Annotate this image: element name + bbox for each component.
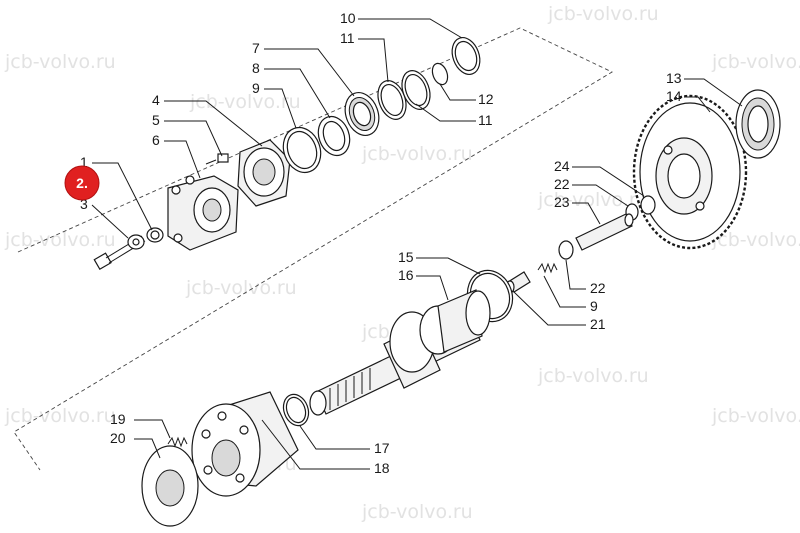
callout-11-upper: 11 bbox=[340, 30, 355, 46]
callout-9-upper: 9 bbox=[252, 80, 260, 96]
callout-15: 15 bbox=[398, 249, 414, 265]
watermark: jcb-volvo.ru bbox=[4, 51, 116, 73]
part-spring-19 bbox=[167, 436, 188, 448]
badge-label[interactable]: 2. bbox=[76, 175, 88, 191]
callout-labels: 1 3 4 5 6 7 8 9 10 11 12 11 13 14 24 22 … bbox=[80, 10, 682, 476]
watermark: jcb-volvo.ru bbox=[189, 91, 301, 113]
part-seal-ring-1-hole bbox=[150, 230, 160, 240]
part-circlip-10-inner bbox=[454, 40, 478, 72]
callout-23: 23 bbox=[554, 194, 570, 210]
part-bearing-7 bbox=[344, 92, 380, 136]
callout-1: 1 bbox=[80, 154, 88, 170]
callout-24: 24 bbox=[554, 158, 570, 174]
callout-14: 14 bbox=[666, 88, 682, 104]
callout-5: 5 bbox=[152, 112, 160, 128]
watermark: jcb-volvo.ru bbox=[537, 189, 649, 211]
part-ring-11a-inner bbox=[380, 83, 404, 117]
callout-9-lower: 9 bbox=[590, 298, 598, 314]
watermark: jcb-volvo.ru bbox=[711, 405, 800, 427]
watermark: jcb-volvo.ru bbox=[4, 405, 116, 427]
watermark: jcb-volvo.ru bbox=[361, 501, 473, 523]
part-washer-hole bbox=[132, 238, 140, 246]
watermark: jcb-volvo.ru bbox=[547, 3, 659, 25]
callout-3: 3 bbox=[80, 196, 88, 212]
callout-8: 8 bbox=[252, 60, 260, 76]
watermark: jcb-volvo.ru bbox=[711, 229, 800, 251]
callout-18: 18 bbox=[374, 460, 390, 476]
part-ring-24 bbox=[640, 195, 656, 215]
callout-12: 12 bbox=[478, 91, 494, 107]
callout-13: 13 bbox=[666, 70, 682, 86]
callout-22-upper: 22 bbox=[554, 176, 570, 192]
part-spring-9 bbox=[537, 262, 558, 274]
callout-11-lower: 11 bbox=[478, 112, 493, 128]
watermark: jcb-volvo.ru bbox=[711, 51, 800, 73]
part-bearing-13 bbox=[735, 89, 781, 159]
callout-6: 6 bbox=[152, 132, 160, 148]
callout-4: 4 bbox=[152, 92, 160, 108]
part-housing-18 bbox=[191, 391, 299, 497]
callout-7: 7 bbox=[252, 40, 260, 56]
callout-10: 10 bbox=[340, 10, 356, 26]
part-snap-ring-12 bbox=[431, 62, 449, 86]
part-gear-14 bbox=[632, 94, 748, 250]
highlight-badge[interactable]: 2. bbox=[64, 165, 100, 201]
watermark: jcb-volvo.ru bbox=[185, 277, 297, 299]
callout-20: 20 bbox=[110, 430, 126, 446]
callout-22-lower: 22 bbox=[590, 280, 606, 296]
part-o-ring-9-inner bbox=[286, 130, 318, 170]
leader-lines bbox=[91, 18, 743, 470]
watermark: jcb-volvo.ru bbox=[361, 143, 473, 165]
part-plate-20 bbox=[141, 445, 199, 527]
callout-17: 17 bbox=[374, 440, 390, 456]
part-yoke-6 bbox=[167, 175, 239, 251]
part-ring-22b bbox=[558, 240, 574, 260]
part-o-ring-17-inner bbox=[285, 396, 307, 424]
callout-16: 16 bbox=[398, 267, 414, 283]
watermark: jcb-volvo.ru bbox=[537, 365, 649, 387]
part-pin-23 bbox=[575, 213, 634, 251]
part-shaft-16 bbox=[309, 289, 491, 416]
part-ring-11b-inner bbox=[404, 73, 428, 107]
part-seal-8-inner bbox=[322, 120, 346, 152]
callout-21: 21 bbox=[590, 316, 606, 332]
part-bolt-5 bbox=[205, 153, 229, 165]
callout-19: 19 bbox=[110, 411, 126, 427]
part-flange-4 bbox=[237, 139, 291, 207]
watermark: jcb-volvo.ru bbox=[4, 229, 116, 251]
badge-circle[interactable] bbox=[64, 165, 100, 201]
